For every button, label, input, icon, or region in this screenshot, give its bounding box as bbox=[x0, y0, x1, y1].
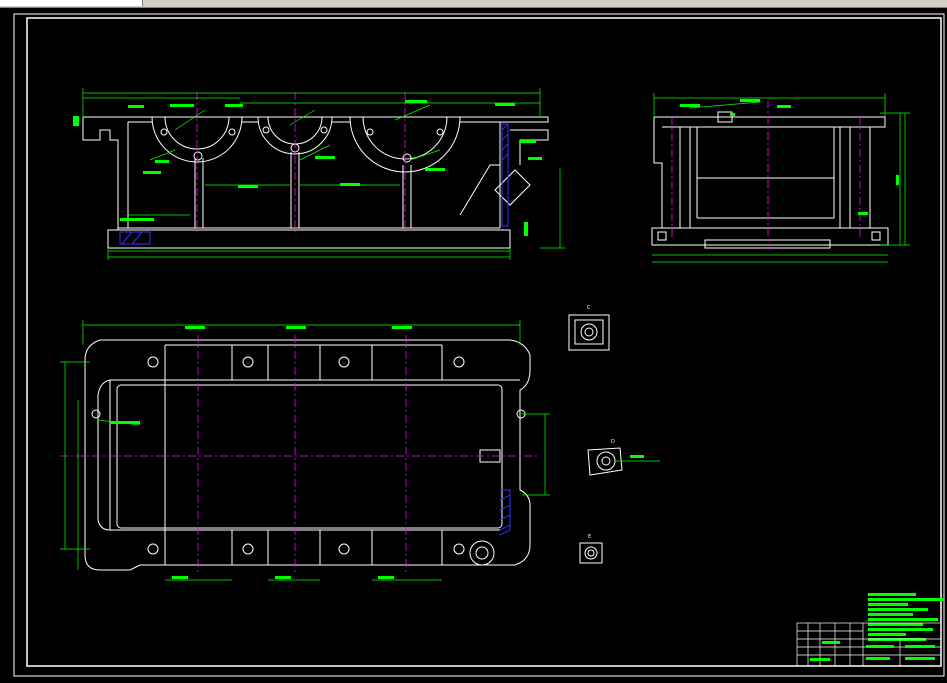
cad-drawing: C D E bbox=[0, 8, 947, 679]
side-view-dim-text bbox=[680, 99, 899, 215]
top-view-dimensions bbox=[60, 320, 550, 581]
top-view bbox=[84, 339, 531, 571]
document-tab-bar bbox=[0, 0, 947, 8]
front-view-dimensions bbox=[82, 88, 565, 260]
side-view-centerlines bbox=[671, 100, 861, 250]
detail-view-e: E bbox=[579, 534, 603, 564]
top-view-dim-text bbox=[110, 326, 412, 579]
inner-sheet-border bbox=[26, 17, 942, 667]
side-view bbox=[651, 111, 889, 249]
detail-view-c: C bbox=[568, 305, 610, 351]
outer-sheet-border bbox=[13, 13, 945, 677]
title-block-text bbox=[810, 641, 935, 661]
top-view-centerlines bbox=[60, 335, 540, 575]
side-view-dimensions bbox=[652, 93, 910, 263]
detail-label-c: C bbox=[587, 305, 591, 311]
front-view-hatch bbox=[119, 123, 509, 245]
drawing-background bbox=[0, 8, 947, 679]
detail-label-d: D bbox=[611, 439, 615, 445]
front-view-dim-text bbox=[73, 100, 542, 236]
detail-label-e: E bbox=[588, 534, 591, 540]
document-tab[interactable] bbox=[0, 0, 143, 6]
top-view-hatch bbox=[499, 489, 511, 536]
cad-drawing-canvas[interactable]: C D E bbox=[0, 8, 947, 679]
detail-view-d: D bbox=[587, 439, 660, 476]
technical-notes bbox=[868, 593, 944, 641]
